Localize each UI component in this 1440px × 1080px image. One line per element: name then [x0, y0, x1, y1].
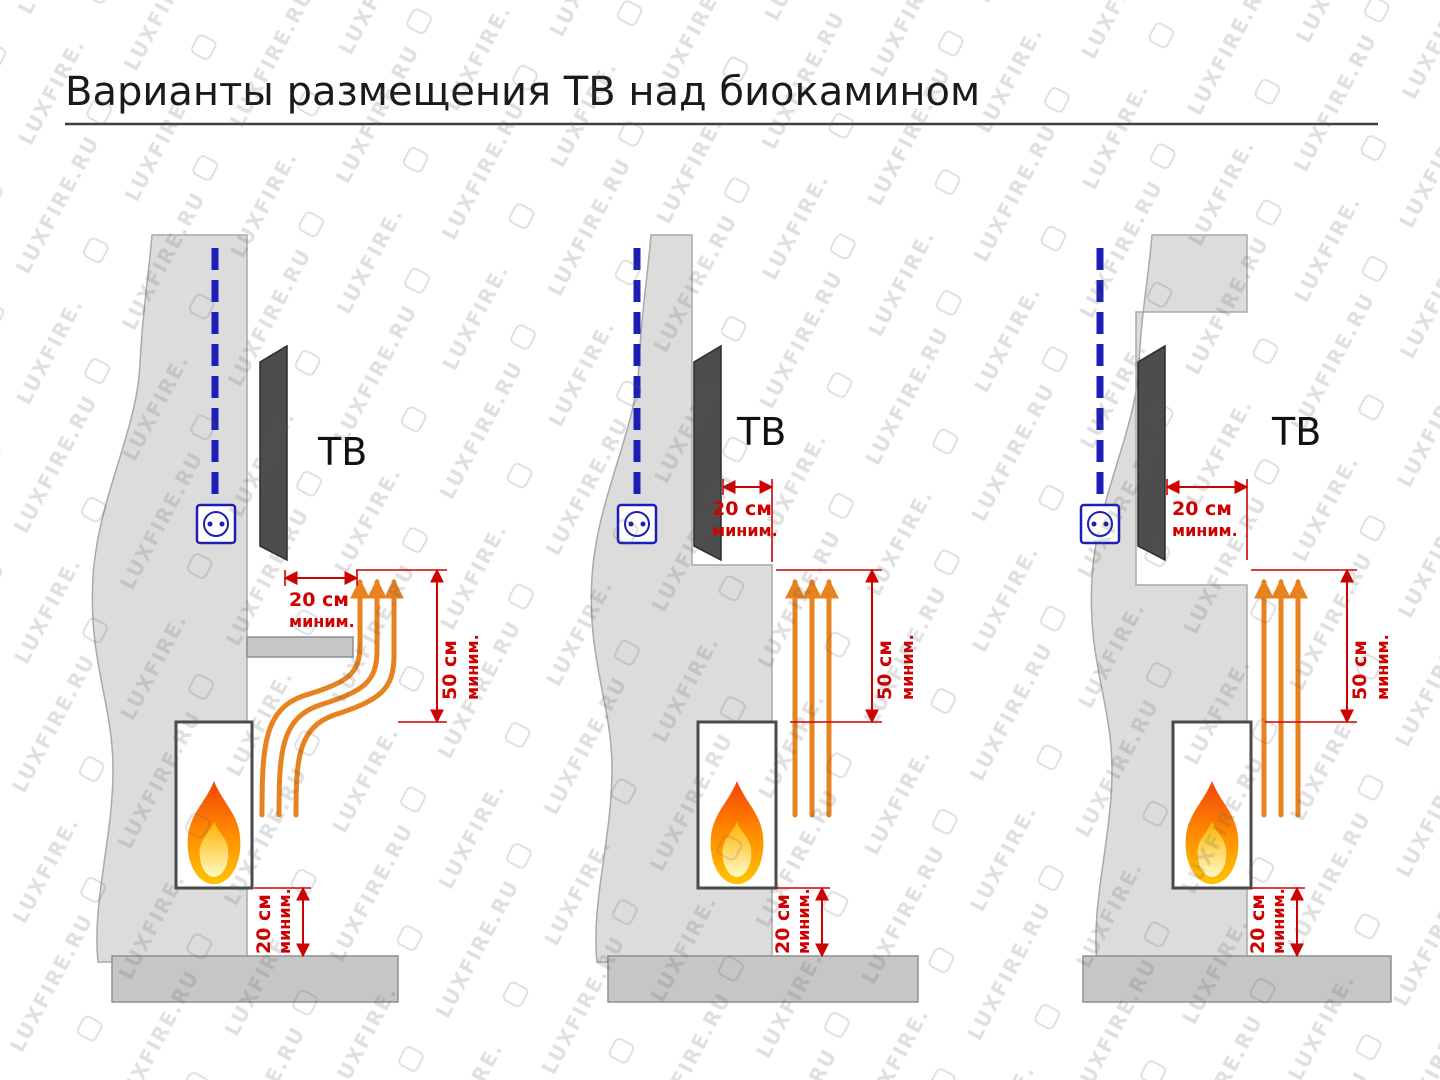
power-outlet-icon: [195, 503, 237, 545]
page-title: Варианты размещения ТВ над биокамином: [65, 69, 980, 115]
airflow-arrows: [785, 578, 839, 818]
dimension-horizontal-20cm: 20 см миним.: [712, 479, 778, 562]
variant-2-stepped-wall: ТВ 20 см миним. 50 см миним.: [590, 234, 919, 1003]
fireplace: [696, 720, 778, 890]
header: Варианты размещения ТВ над биокамином: [65, 69, 1378, 126]
svg-text:20 см: 20 см: [253, 894, 275, 954]
svg-text:миним.: миним.: [898, 634, 917, 700]
svg-text:50 см: 50 см: [439, 640, 461, 700]
svg-text:20 см: 20 см: [289, 589, 349, 611]
protective-shelf: [246, 636, 354, 658]
variant-3-niche: ТВ 20 см миним. 50 см миним.: [1079, 234, 1392, 1003]
dimension-floor-20cm: 20 см миним.: [1247, 886, 1305, 958]
svg-text:20 см: 20 см: [1247, 894, 1269, 954]
svg-text:20 см: 20 см: [772, 894, 794, 954]
svg-text:миним.: миним.: [1269, 888, 1288, 954]
tv-side-view: [259, 344, 288, 562]
svg-text:миним.: миним.: [275, 888, 294, 954]
tv-side-view: [1137, 344, 1166, 562]
variant-1-shelf: ТВ 20 см миним. 50 см миним.: [91, 234, 482, 1003]
fireplace: [1171, 720, 1253, 890]
svg-text:миним.: миним.: [1172, 521, 1238, 540]
power-outlet-icon: [616, 503, 658, 545]
svg-text:20 см: 20 см: [1172, 498, 1232, 520]
dimension-floor-20cm: 20 см миним.: [253, 886, 311, 958]
floor: [1082, 955, 1392, 1003]
svg-text:миним.: миним.: [289, 612, 355, 631]
svg-text:миним.: миним.: [463, 634, 482, 700]
tv-label: ТВ: [1271, 410, 1321, 454]
dimension-horizontal-20cm: 20 см миним.: [1165, 479, 1249, 560]
tv-label: ТВ: [736, 410, 786, 454]
dimension-horizontal-20cm: 20 см миним.: [283, 570, 359, 631]
fireplace: [174, 720, 254, 890]
dimension-floor-20cm: 20 см миним.: [772, 886, 830, 958]
airflow-arrows: [1254, 578, 1308, 818]
svg-text:миним.: миним.: [794, 888, 813, 954]
svg-text:50 см: 50 см: [1349, 640, 1371, 700]
dimension-vertical-50cm: 50 см миним.: [1251, 568, 1392, 724]
floor: [111, 955, 399, 1003]
svg-text:миним.: миним.: [1373, 634, 1392, 700]
power-outlet-icon: [1079, 503, 1121, 545]
svg-text:миним.: миним.: [712, 521, 778, 540]
svg-text:50 см: 50 см: [874, 640, 896, 700]
tv-label: ТВ: [317, 430, 367, 474]
svg-text:20 см: 20 см: [712, 498, 772, 520]
floor: [607, 955, 919, 1003]
